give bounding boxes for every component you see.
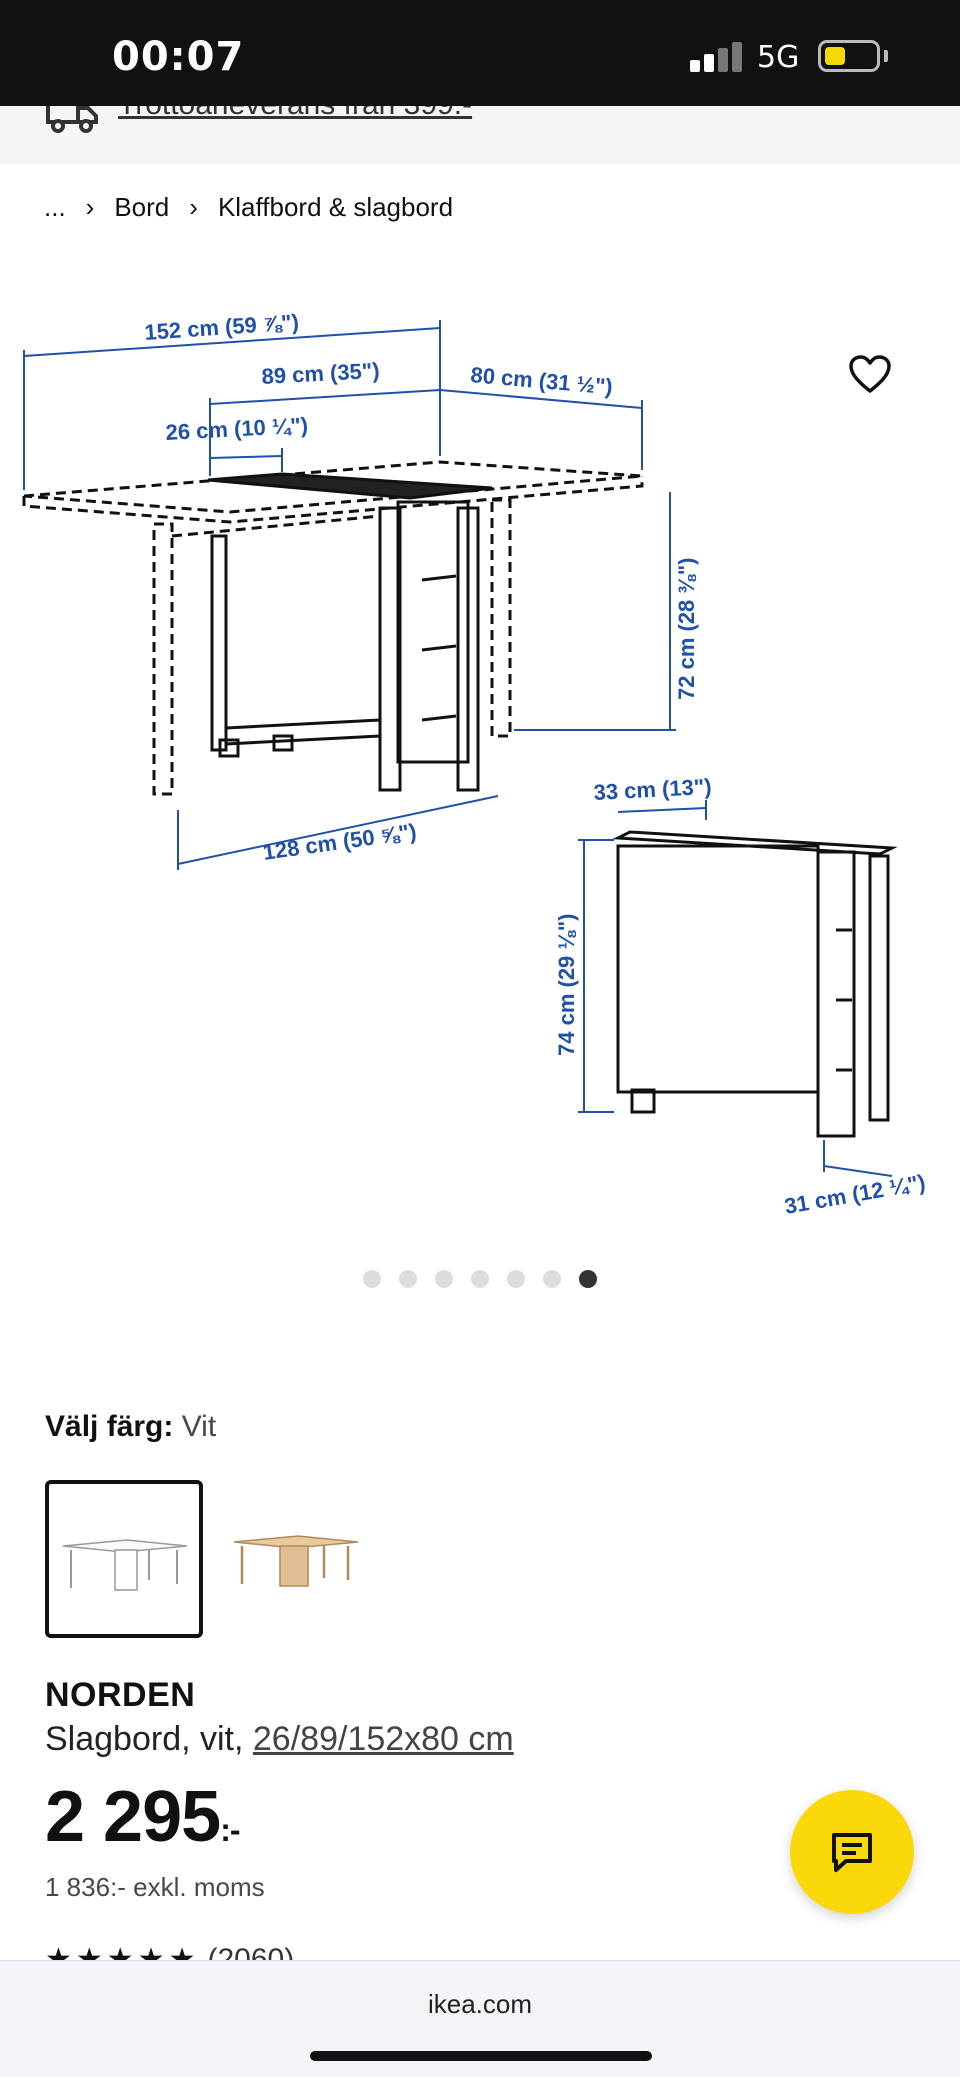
product-description-text: Slagbord, vit,	[45, 1720, 253, 1758]
swatch-birch[interactable]	[220, 1480, 378, 1638]
status-bar: 00:07 5G	[0, 0, 960, 106]
carousel-dots	[0, 1270, 960, 1290]
promo-strip[interactable]: Trottoarleverans från 399:-	[0, 106, 960, 164]
product-price: 2 295:-	[45, 1776, 241, 1858]
product-name: NORDEN	[45, 1676, 196, 1714]
price-excl-vat: 1 836:- exkl. moms	[45, 1872, 265, 1902]
breadcrumb-ellipsis[interactable]: ...	[44, 192, 66, 222]
swatch-white[interactable]	[45, 1480, 203, 1638]
dim-foot-depth: 31 cm (12 ¼")	[783, 1170, 928, 1219]
chat-bubble-icon	[832, 1833, 872, 1872]
breadcrumb-item-bord[interactable]: Bord	[114, 192, 170, 222]
dim-height-open: 72 cm (28 ⅜")	[674, 557, 699, 700]
swatch-birch-image	[233, 1535, 359, 1587]
home-indicator	[310, 2051, 652, 2061]
carousel-dot[interactable]	[399, 1270, 417, 1288]
product-image-carousel[interactable]: 152 cm (59 ⅞") 89 cm (35") 26 cm (10 ¼")…	[0, 280, 960, 1240]
status-time: 00:07	[112, 34, 245, 80]
chat-button[interactable]	[790, 1790, 914, 1914]
heart-icon[interactable]	[848, 354, 892, 394]
chevron-right-icon: ›	[85, 192, 95, 222]
breadcrumb: ... › Bord › Klaffbord & slagbord	[44, 192, 453, 223]
signal-icon	[690, 42, 746, 72]
dim-leg-span: 128 cm (50 ⅝")	[261, 819, 418, 865]
carousel-dot[interactable]	[543, 1270, 561, 1288]
color-label-title: Välj färg:	[45, 1410, 174, 1443]
swatch-white-image	[62, 1539, 188, 1591]
promo-link[interactable]: Trottoarleverans från 399:-	[118, 106, 472, 122]
price-suffix: :-	[220, 1812, 240, 1848]
dim-mid-length: 89 cm (35")	[261, 358, 380, 389]
color-label: Välj färg: Vit	[45, 1410, 216, 1444]
breadcrumb-item-klaffbord[interactable]: Klaffbord & slagbord	[217, 192, 454, 222]
carousel-dot[interactable]	[363, 1270, 381, 1288]
network-label: 5G	[757, 40, 800, 75]
browser-address-bar[interactable]: ikea.com	[0, 1960, 960, 2077]
color-value: Vit	[181, 1410, 217, 1443]
browser-url[interactable]: ikea.com	[427, 1989, 533, 2019]
dim-height-closed: 74 cm (29 ⅛")	[554, 913, 579, 1056]
carousel-dot[interactable]	[507, 1270, 525, 1288]
carousel-dot-active[interactable]	[579, 1270, 597, 1288]
battery-icon	[818, 40, 880, 72]
dim-depth-closed: 33 cm (13")	[593, 774, 712, 805]
truck-icon	[46, 106, 98, 133]
carousel-dot[interactable]	[435, 1270, 453, 1288]
product-description: Slagbord, vit, 26/89/152x80 cm	[45, 1720, 514, 1759]
carousel-dot[interactable]	[471, 1270, 489, 1288]
price-value: 2 295	[45, 1777, 221, 1857]
chevron-right-icon: ›	[189, 192, 198, 222]
product-dims-link[interactable]: 26/89/152x80 cm	[252, 1720, 514, 1758]
battery-tip	[884, 50, 888, 62]
dim-closed-length: 26 cm (10 ¼")	[165, 413, 309, 445]
